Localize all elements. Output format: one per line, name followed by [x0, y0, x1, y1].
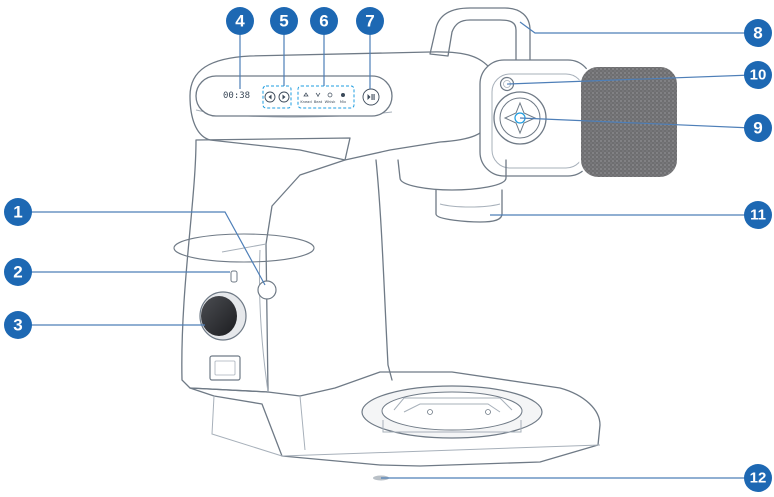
- callout-6: 6: [310, 7, 338, 35]
- mix-icon: [341, 93, 345, 97]
- lower-drive-cap: [397, 159, 507, 223]
- callout-12-number: 12: [750, 470, 767, 487]
- mixer-column: [173, 137, 393, 393]
- whisk-button[interactable]: Whisk: [325, 92, 337, 104]
- callout-7-number: 7: [365, 12, 374, 31]
- chevron-right-icon: [282, 94, 286, 100]
- mix-button[interactable]: Mix: [340, 93, 347, 104]
- callout-4: 4: [226, 7, 254, 35]
- callout-3-number: 3: [13, 316, 22, 335]
- callout-2: 2: [4, 258, 32, 286]
- play-pause-icon: [367, 94, 371, 100]
- callout-5-number: 5: [279, 12, 288, 31]
- beat-button[interactable]: Beat: [314, 92, 323, 104]
- callout-8: 8: [744, 19, 772, 47]
- mixer-base: [189, 371, 601, 467]
- display-time: 00:38: [223, 91, 250, 101]
- whisk-icon: [327, 92, 333, 98]
- right-arrow-button[interactable]: [278, 91, 290, 103]
- beat-label: Beat: [314, 100, 323, 104]
- function-buttons-group: Knead Beat Whisk Mix: [297, 85, 355, 109]
- callout-8-number: 8: [753, 24, 762, 43]
- chevron-left-icon: [268, 94, 272, 100]
- callout-9: 9: [744, 114, 772, 142]
- callout-10: 10: [744, 61, 772, 89]
- callout-12: 12: [744, 464, 772, 492]
- arrow-buttons-group: [262, 85, 292, 109]
- leader-lines: [30, 21, 753, 479]
- callout-11-number: 11: [750, 207, 766, 224]
- callout-5: 5: [270, 7, 298, 35]
- knead-icon: [303, 92, 309, 97]
- callout-6-number: 6: [319, 12, 328, 31]
- beat-icon: [315, 92, 321, 97]
- start-pause-button[interactable]: [362, 88, 380, 106]
- callout-4-number: 4: [235, 12, 245, 31]
- bowl-plate: [361, 385, 543, 439]
- power-indicator: [230, 270, 238, 283]
- knead-button[interactable]: Knead: [300, 92, 312, 104]
- knead-label: Knead: [300, 100, 311, 104]
- outlet-cover: [579, 65, 679, 179]
- speed-control-knob[interactable]: [199, 291, 247, 341]
- callout-11: 11: [744, 201, 772, 229]
- power-switch[interactable]: [209, 355, 241, 381]
- mix-label: Mix: [340, 100, 347, 104]
- display-readout: 00:38: [223, 91, 250, 101]
- callout-3: 3: [4, 311, 32, 339]
- head-lift-button[interactable]: [257, 280, 277, 300]
- callout-7: 7: [356, 7, 384, 35]
- callout-1-number: 1: [13, 203, 22, 222]
- callout-9-number: 9: [753, 119, 762, 138]
- whisk-label: Whisk: [325, 100, 337, 104]
- callout-1: 1: [4, 198, 32, 226]
- left-arrow-button[interactable]: [264, 91, 276, 103]
- callout-10-number: 10: [750, 67, 767, 84]
- handle: [429, 7, 531, 65]
- callout-2-number: 2: [13, 263, 22, 282]
